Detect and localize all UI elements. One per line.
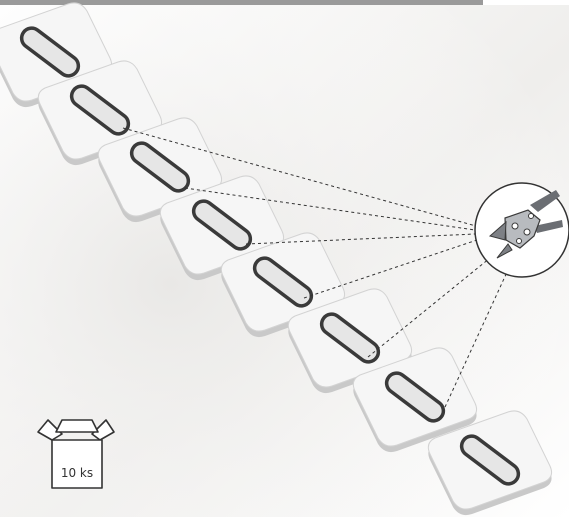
bolt-cutter-icon (488, 190, 563, 259)
cut-line (367, 257, 491, 358)
cut-lines (122, 127, 509, 419)
bolt-cutter-badge (474, 182, 569, 278)
open-box-icon (37, 419, 115, 489)
package-quantity-label: 10 ks (60, 466, 94, 480)
cut-line (303, 239, 478, 299)
cut-line (245, 233, 476, 245)
top-edge-gap (483, 0, 569, 5)
cut-line (122, 127, 477, 227)
top-edge-bar (0, 0, 569, 5)
cut-line (184, 187, 476, 231)
